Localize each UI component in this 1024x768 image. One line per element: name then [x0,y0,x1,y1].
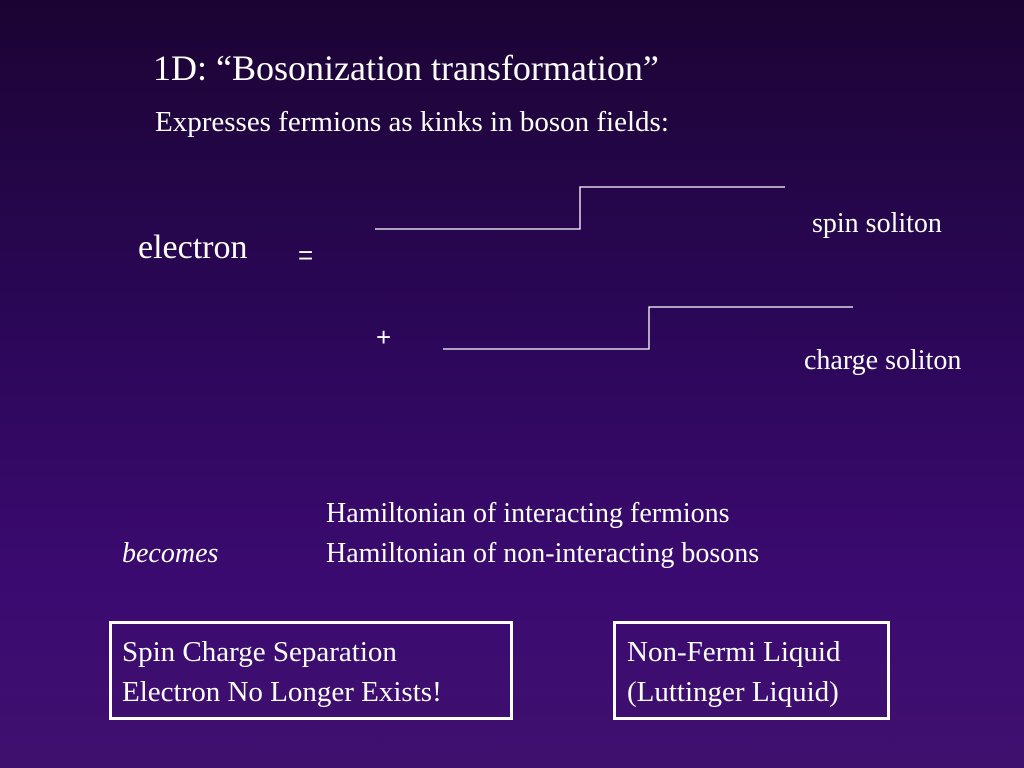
spin-charge-separation-box: Spin Charge Separation Electron No Longe… [109,621,513,720]
box-left-line-2: Electron No Longer Exists! [122,676,442,708]
equals-sign: = [298,240,314,270]
charge-soliton-kink [443,306,853,350]
becomes-text: becomes [122,538,219,569]
plus-sign: + [376,322,392,352]
box-left-line-1: Spin Charge Separation [122,636,397,668]
charge-soliton-label: charge soliton [804,345,962,376]
spin-soliton-label: spin soliton [812,208,942,239]
hamiltonian-fermions-text: Hamiltonian of interacting fermions [326,498,730,529]
slide-title: 1D: “Bosonization transformation” [153,48,659,88]
slide-subtitle: Expresses fermions as kinks in boson fie… [155,106,669,138]
box-right-line-2: (Luttinger Liquid) [627,676,839,708]
electron-label: electron [138,229,248,266]
spin-soliton-kink [375,186,785,230]
box-right-line-1: Non-Fermi Liquid [627,636,841,668]
hamiltonian-bosons-text: Hamiltonian of non-interacting bosons [326,538,760,569]
non-fermi-liquid-box: Non-Fermi Liquid (Luttinger Liquid) [613,621,890,720]
